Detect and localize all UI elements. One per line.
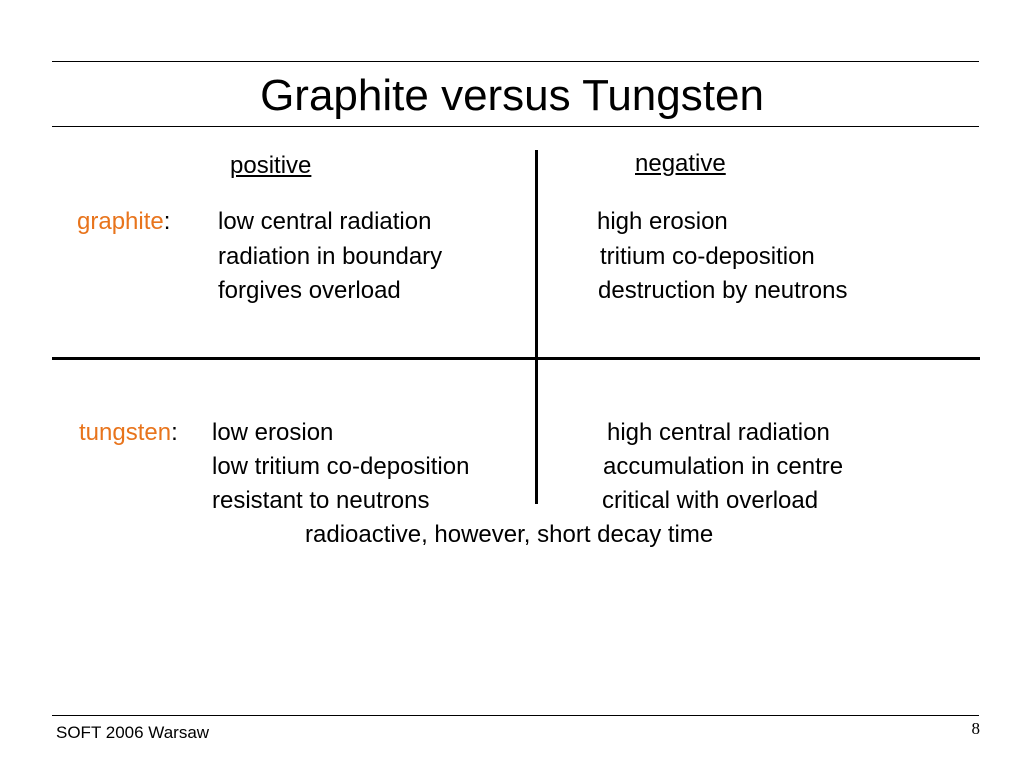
tungsten-negative-item: high central radiation	[607, 419, 830, 446]
graphite-label: graphite	[77, 208, 164, 235]
tungsten-label-group: tungsten:	[79, 415, 178, 450]
graphite-negative-item: high erosion	[597, 208, 728, 235]
column-divider-lower	[535, 359, 538, 504]
tungsten-positive-item: low erosion	[212, 419, 334, 446]
column-divider-upper	[535, 150, 538, 359]
tungsten-negative-item: accumulation in centre	[603, 453, 844, 480]
graphite-label-group: graphite:	[77, 204, 170, 239]
tungsten-note: radioactive, however, short decay time	[305, 521, 714, 548]
graphite-positive-item: radiation in boundary	[218, 243, 443, 270]
graphite-positive-item: forgives overload	[218, 277, 401, 304]
tungsten-positive-item: low tritium co-deposition	[212, 453, 470, 480]
graphite-negative-item: tritium co-deposition	[600, 243, 815, 270]
footer-conference: SOFT 2006 Warsaw	[56, 723, 210, 742]
title-bottom-rule	[52, 126, 979, 127]
page-number: 8	[971, 719, 981, 738]
graphite-colon: :	[163, 208, 171, 235]
tungsten-negative-item: critical with overload	[602, 487, 819, 514]
tungsten-colon: :	[171, 419, 178, 446]
row-divider	[52, 357, 980, 360]
footer-rule	[52, 715, 979, 716]
column-header-negative: negative	[635, 150, 726, 177]
title-top-rule	[52, 61, 979, 62]
tungsten-label: tungsten	[79, 419, 172, 446]
slide-title: Graphite versus Tungsten	[260, 71, 764, 120]
graphite-positive-item: low central radiation	[218, 208, 432, 235]
column-header-positive: positive	[230, 152, 312, 179]
graphite-negative-item: destruction by neutrons	[598, 277, 848, 304]
tungsten-positive-item: resistant to neutrons	[212, 487, 430, 514]
